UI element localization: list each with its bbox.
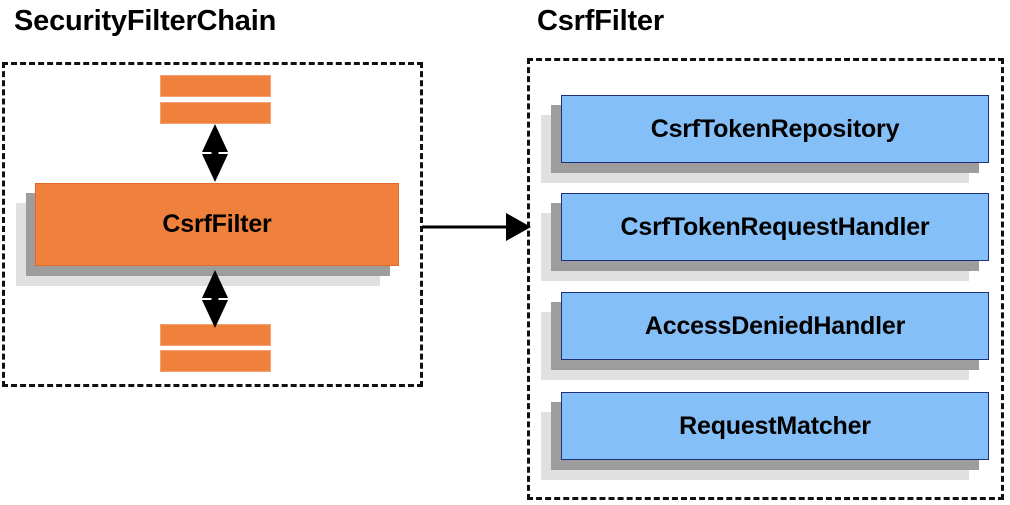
box-request-matcher[interactable]: RequestMatcher <box>561 392 989 460</box>
box-csrf-token-repository[interactable]: CsrfTokenRepository <box>561 95 989 163</box>
panel-security-filter-chain <box>2 62 423 387</box>
panel-title-security-filter-chain: SecurityFilterChain <box>14 5 277 37</box>
connector-arrow-icon <box>422 213 531 241</box>
filter-bar-above-2 <box>160 102 271 124</box>
csrf-filter-box[interactable]: CsrfFilter <box>35 183 399 266</box>
filter-bar-above-1 <box>160 75 271 97</box>
box-access-denied-handler[interactable]: AccessDeniedHandler <box>561 292 989 360</box>
panel-csrf-filter <box>527 58 1004 500</box>
panel-title-csrf-filter: CsrfFilter <box>537 5 664 37</box>
box-csrf-token-request-handler[interactable]: CsrfTokenRequestHandler <box>561 193 989 261</box>
filter-bar-below-1 <box>160 324 271 346</box>
filter-bar-below-2 <box>160 350 271 372</box>
